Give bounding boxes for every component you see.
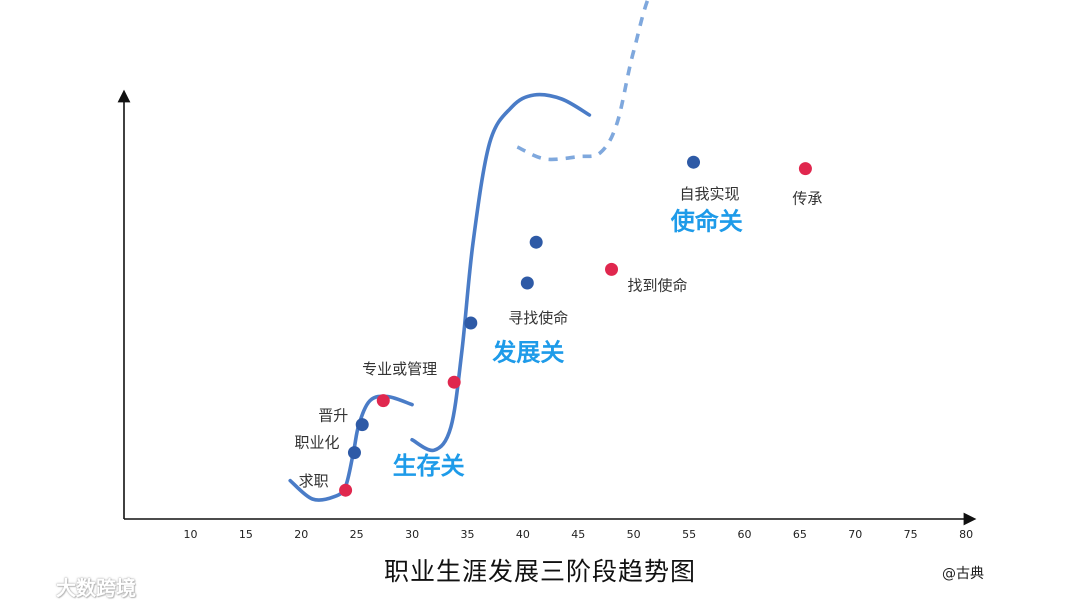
stage-labels: 生存关 发展关 使命关 (393, 207, 743, 480)
x-tick-label: 45 (571, 528, 585, 541)
milestone-point (798, 162, 812, 176)
milestone-point (355, 418, 369, 432)
career-curves (288, 0, 650, 502)
milestone-point (529, 235, 543, 249)
x-tick-label: 30 (405, 528, 419, 541)
milestone-point (520, 276, 534, 290)
x-tick-label: 20 (294, 528, 308, 541)
milestone-point (376, 394, 390, 408)
x-tick-label: 55 (682, 528, 696, 541)
x-tick-label: 25 (350, 528, 364, 541)
milestone-points (339, 155, 812, 497)
milestone-point (605, 262, 619, 276)
milestone-label: 求职 (299, 472, 329, 490)
x-tick-label: 60 (737, 528, 751, 541)
milestone-labels: 求职 职业化 晋升 专业或管理 寻找使命 找到使命 自我实现 传承 (294, 185, 822, 490)
x-tick-label: 35 (460, 528, 474, 541)
stage-label: 发展关 (491, 339, 564, 367)
watermark-logo-icon (10, 578, 49, 595)
milestone-label: 传承 (792, 190, 822, 208)
x-tick-label: 75 (904, 528, 918, 541)
x-tick-label: 65 (793, 528, 807, 541)
career-curve-solid (410, 92, 592, 453)
milestone-label: 自我实现 (680, 185, 740, 203)
x-tick-label: 15 (239, 528, 253, 541)
milestone-point (339, 483, 353, 497)
milestone-point (447, 375, 461, 389)
milestone-label: 晋升 (318, 407, 348, 425)
milestone-label: 专业或管理 (362, 360, 437, 378)
milestone-label: 寻找使命 (508, 309, 568, 327)
x-tick-labels: 10 15 20 25 30 35 40 45 50 55 60 65 70 75 80 (183, 528, 973, 541)
x-tick-label: 10 (183, 528, 197, 541)
x-tick-label: 70 (848, 528, 862, 541)
x-tick-label: 40 (516, 528, 530, 541)
x-tick-label: 50 (627, 528, 641, 541)
milestone-point (464, 316, 478, 330)
milestone-label: 找到使命 (628, 276, 688, 294)
author-credit: @古典 (942, 566, 984, 582)
chart-title: 职业生涯发展三阶段趋势图 (383, 557, 696, 586)
watermark: 大数跨境 (10, 572, 136, 601)
milestone-point (347, 446, 361, 460)
watermark-text: 大数跨境 (56, 576, 136, 600)
milestone-point (687, 155, 701, 169)
career-curve-dashed (516, 0, 650, 162)
stage-label: 生存关 (393, 452, 465, 480)
stage-label: 使命关 (670, 207, 743, 235)
x-tick-label: 80 (959, 528, 973, 541)
milestone-label: 职业化 (294, 434, 339, 452)
